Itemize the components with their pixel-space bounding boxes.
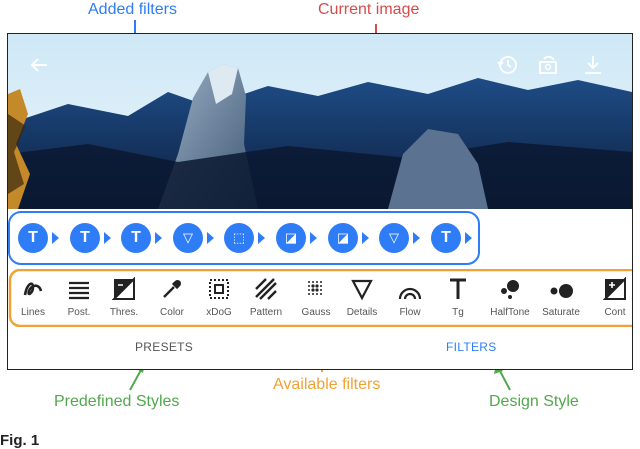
added-filter-chip[interactable]: T [121, 223, 151, 253]
current-image[interactable] [8, 34, 632, 209]
design-style-annotation: Design Style [489, 393, 579, 410]
tg-icon [433, 273, 483, 301]
details-filter-icon: ▽ [389, 230, 399, 245]
filter-label: Cont [604, 307, 626, 318]
filter-toolbar: Lines Post. Thres. Color xDoG Pattern Gauss Det… [8, 269, 632, 327]
predefined-styles-annotation: Predefined Styles [54, 393, 180, 410]
added-filters-chain: T T T ▽ ⬚ ◪ ◪ ▽ T [8, 211, 632, 265]
filter-label: Pattern [249, 307, 283, 318]
chain-arrow-icon [104, 232, 111, 244]
halftone-icon [485, 273, 535, 301]
available-filters-highlight [8, 269, 632, 327]
filter-saturate[interactable]: Saturate [536, 273, 586, 325]
filter-xdog[interactable]: xDoG [194, 273, 244, 325]
pattern-icon [241, 273, 291, 301]
tab-presets[interactable]: PRESETS [135, 340, 194, 354]
added-filter-chip[interactable]: T [431, 223, 461, 253]
tab-filters[interactable]: FILTERS [446, 340, 497, 354]
figure-label: Fig. 1 [0, 432, 40, 449]
filter-halftone[interactable]: HalfTone [485, 273, 535, 325]
filter-label: Gauss [301, 307, 331, 318]
added-filter-chip[interactable]: ⬚ [224, 223, 254, 253]
bottom-tabs: PRESETS FILTERS [8, 330, 632, 368]
filter-label: Thres. [109, 307, 139, 318]
filter-lines[interactable]: Lines [8, 273, 58, 325]
text-filter-icon: T [441, 229, 451, 246]
xdog-filter-icon: ⬚ [232, 230, 246, 245]
download-icon[interactable] [580, 52, 606, 78]
lines-icon [8, 273, 58, 301]
chain-arrow-icon [413, 232, 420, 244]
details-filter-icon: ▽ [183, 230, 193, 245]
current-image-annotation: Current image [318, 1, 420, 18]
filter-label: Saturate [542, 307, 580, 318]
filter-details[interactable]: Details [337, 273, 387, 325]
filter-gauss[interactable]: Gauss [291, 273, 341, 325]
gauss-icon [291, 273, 341, 301]
xdog-icon [194, 273, 244, 301]
added-filters-highlight [8, 211, 480, 265]
filter-color-picker[interactable]: Color [147, 273, 197, 325]
filter-label: Post. [67, 307, 91, 318]
contrast-icon [590, 273, 632, 301]
threshold-icon [99, 273, 149, 301]
threshold-filter-icon: ◪ [336, 230, 350, 245]
back-arrow-icon[interactable] [26, 52, 52, 78]
chain-arrow-icon [362, 232, 369, 244]
rotate-icon[interactable] [535, 52, 561, 78]
chain-arrow-icon [52, 232, 59, 244]
details-icon [337, 273, 387, 301]
text-filter-icon: T [80, 229, 90, 246]
filter-label: Color [160, 307, 184, 318]
filter-label: HalfTone [490, 307, 530, 318]
filter-label: Tg [452, 307, 464, 318]
chain-arrow-icon [155, 232, 162, 244]
posterize-icon [54, 273, 104, 301]
filter-contrast[interactable]: Cont [590, 273, 632, 325]
filter-threshold[interactable]: Thres. [99, 273, 149, 325]
filter-label: Details [346, 307, 378, 318]
filter-label: xDoG [206, 307, 232, 318]
text-filter-icon: T [131, 229, 141, 246]
history-icon[interactable] [494, 52, 520, 78]
added-filter-chip[interactable]: ▽ [173, 223, 203, 253]
threshold-filter-icon: ◪ [284, 230, 298, 245]
filter-label: Lines [21, 307, 45, 318]
added-filter-chip[interactable]: ◪ [276, 223, 306, 253]
added-filter-chip[interactable]: T [18, 223, 48, 253]
flow-icon [385, 273, 435, 301]
app-screen: T T T ▽ ⬚ ◪ ◪ ▽ T Lines Post. Thres. Color xDoG Patte… [7, 33, 633, 370]
chain-arrow-icon [258, 232, 265, 244]
saturate-icon [536, 273, 586, 301]
added-filters-annotation: Added filters [88, 1, 177, 18]
color-picker-icon [147, 273, 197, 301]
available-filters-annotation: Available filters [273, 376, 381, 393]
filter-tg[interactable]: Tg [433, 273, 483, 325]
chain-arrow-icon [310, 232, 317, 244]
filter-pattern[interactable]: Pattern [241, 273, 291, 325]
filter-label: Flow [399, 307, 421, 318]
text-filter-icon: T [28, 229, 38, 246]
filter-posterize[interactable]: Post. [54, 273, 104, 325]
filter-flow[interactable]: Flow [385, 273, 435, 325]
chain-arrow-icon [465, 232, 472, 244]
added-filter-chip[interactable]: T [70, 223, 100, 253]
chain-arrow-icon [207, 232, 214, 244]
added-filter-chip[interactable]: ◪ [328, 223, 358, 253]
added-filter-chip[interactable]: ▽ [379, 223, 409, 253]
